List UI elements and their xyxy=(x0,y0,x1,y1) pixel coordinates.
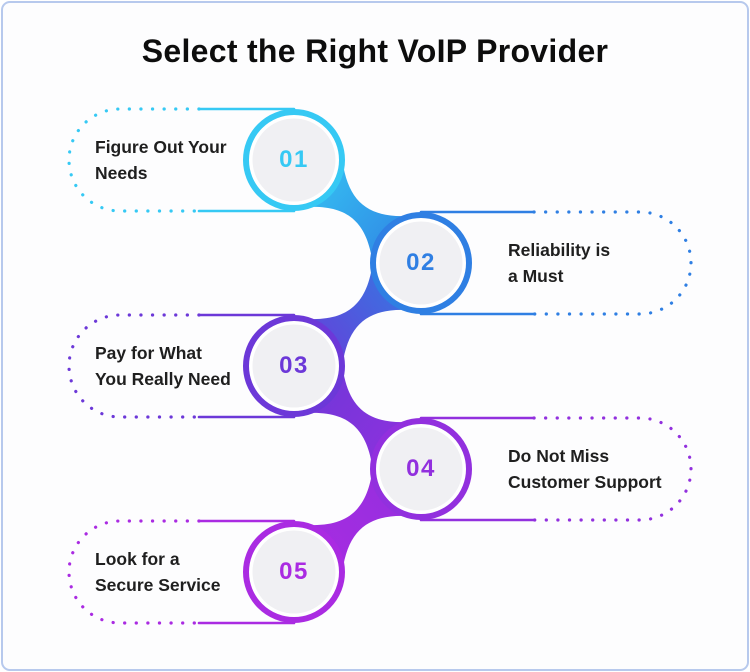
step-label-line: Secure Service xyxy=(95,575,221,595)
step-label-line: Customer Support xyxy=(508,472,662,492)
step-number: 03 xyxy=(279,352,309,379)
step-number: 04 xyxy=(406,455,436,482)
step-label-line: Needs xyxy=(95,163,148,183)
step-circle-fill xyxy=(252,118,336,202)
capsule-dotted-outline xyxy=(67,313,201,419)
step-label-line: Reliability is xyxy=(508,240,611,260)
capsule-solid-line xyxy=(419,416,536,522)
step-number: 01 xyxy=(279,146,309,173)
step-label-line: You Really Need xyxy=(95,369,231,389)
step-label-line: Figure Out Your xyxy=(95,137,227,157)
page-title: Select the Right VoIP Provider xyxy=(141,33,609,69)
capsule-solid-line xyxy=(197,107,296,213)
step-circle-fill xyxy=(252,324,336,408)
step-label: Look for a Secure Service xyxy=(95,546,221,598)
capsule-dotted-outline xyxy=(67,107,201,213)
step-label-line: Pay for What xyxy=(95,343,202,363)
capsule-dotted-outline xyxy=(532,416,693,522)
capsule-dotted-outline xyxy=(67,519,201,625)
step-number: 02 xyxy=(406,249,436,276)
capsule-solid-line xyxy=(419,210,536,316)
capsule-solid-line xyxy=(197,313,296,419)
steps-ribbon-graphic xyxy=(67,107,693,625)
step-number: 05 xyxy=(279,558,309,585)
capsule-dotted-outline xyxy=(532,210,693,316)
step-circle-fill xyxy=(379,221,463,305)
capsule-solid-line xyxy=(197,519,296,625)
step-label: Reliability is a Must xyxy=(508,237,610,289)
step-label-line: Do Not Miss xyxy=(508,446,610,466)
step-label-line: a Must xyxy=(508,266,564,286)
step-circle-fill xyxy=(379,427,463,511)
step-label-line: Look for a xyxy=(95,549,180,569)
step-circle-fill xyxy=(252,530,336,614)
